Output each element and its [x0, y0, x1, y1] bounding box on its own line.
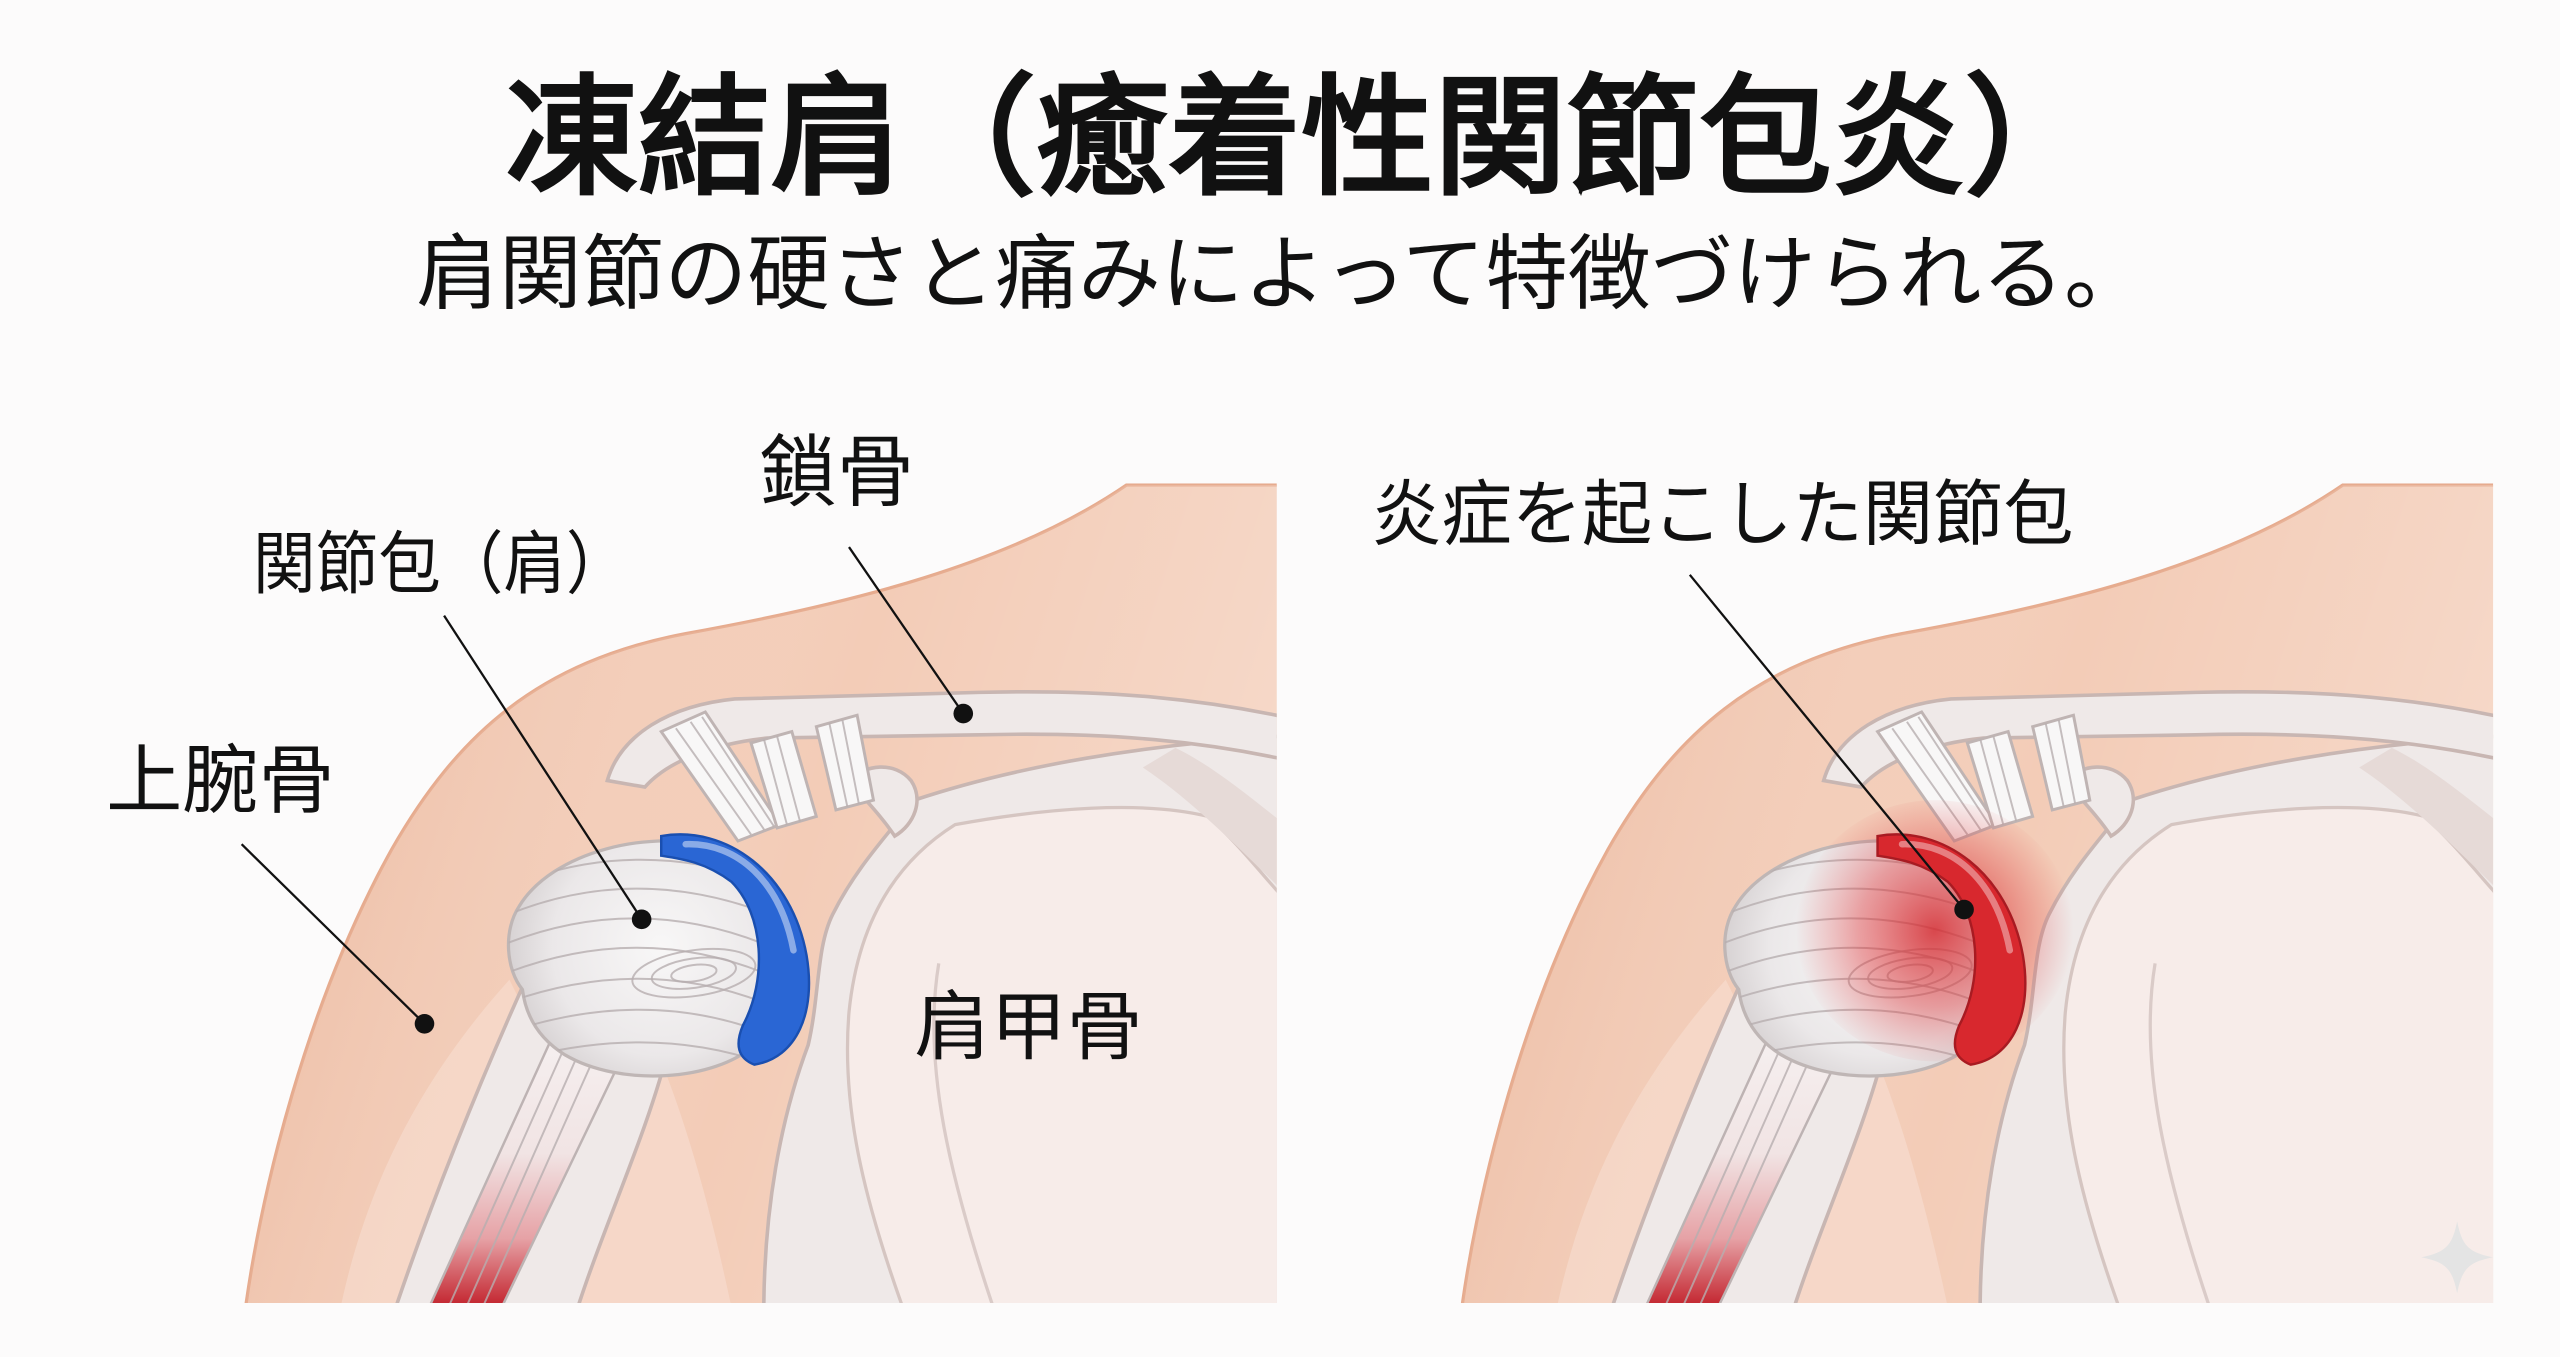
inflamed-capsule-label: 炎症を起こした関節包: [1371, 472, 2073, 556]
scapula-label: 肩甲骨: [914, 983, 1143, 1071]
joint-capsule-inflamed: [1876, 833, 2027, 1066]
clavicle-label: 鎖骨: [759, 428, 914, 519]
page-subtitle: 肩関節の硬さと痛みによって特徴づけられる。: [416, 227, 2147, 322]
inflammation-glow: [1795, 800, 2074, 1062]
capsule-highlight: [682, 840, 797, 954]
page-title: 凍結肩（癒着性関節包炎）: [505, 62, 2097, 214]
humerus-label: 上腕骨: [106, 737, 335, 825]
label-inflamed-capsule: 炎症を起こした関節包: [1371, 472, 2073, 920]
joint-capsule-label: 関節包（肩）: [253, 525, 629, 605]
label-clavicle: 鎖骨: [759, 428, 974, 724]
joint-capsule-normal: [660, 833, 811, 1066]
normal-shoulder-panel: 鎖骨 関節包（肩） 上腕骨 肩甲骨: [106, 428, 1306, 1339]
capsule-highlight: [1898, 840, 2014, 954]
label-joint-capsule: 関節包（肩）: [253, 525, 652, 930]
sparkle-watermark-icon: [2421, 1221, 2494, 1294]
label-humerus: 上腕骨: [106, 737, 435, 1034]
frozen-shoulder-panel: 炎症を起こした関節包: [1371, 472, 2522, 1339]
